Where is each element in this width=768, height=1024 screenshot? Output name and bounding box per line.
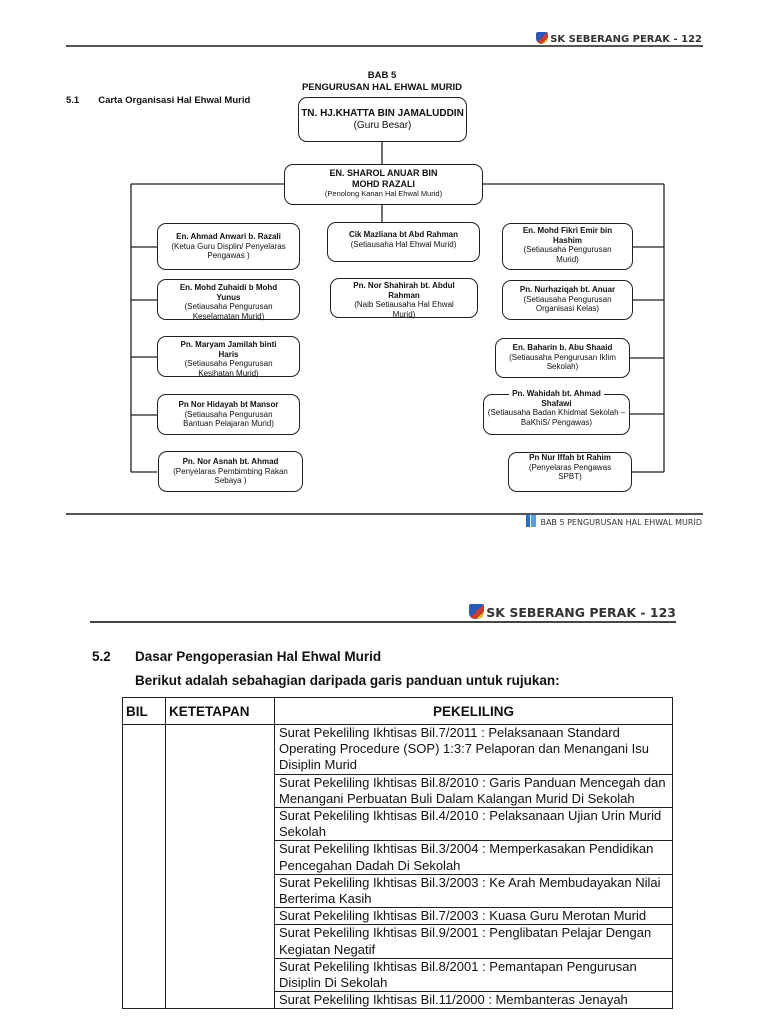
org-box-penolong-kanan: EN. SHAROL ANUAR BIN MOHD RAZALI (Penolo… bbox=[284, 164, 483, 205]
org-role: (Naib Setiausaha Hal Ehwal Murid) bbox=[354, 300, 454, 319]
page-footer: BAB 5 PENGURUSAN HAL EHWAL MURID bbox=[526, 515, 702, 527]
table-row: Surat Pekeliling Ikhtisas Bil.3/2003 : K… bbox=[123, 873, 673, 909]
page-header-123: SK SEBERANG PERAK - 123 bbox=[469, 604, 676, 620]
intro-text: Berikut adalah sebahagian daripada garis… bbox=[135, 673, 560, 688]
org-role: (Setiausaha Pengurusan Kesihatan Murid) bbox=[184, 359, 273, 378]
org-name: Cik Mazliana bt Abd Rahman bbox=[348, 230, 459, 239]
org-role: (Setiausaha Pengurusan Murid) bbox=[523, 245, 612, 264]
org-name: Pn. Nurhaziqah bt. Anuar bbox=[519, 285, 616, 294]
org-box-left-5: Pn. Nor Asnah bt. Ahmad(Penyelaras Pembi… bbox=[158, 451, 303, 492]
org-role: (Setiausaha Hal Ehwal Murid) bbox=[350, 239, 457, 249]
table-row: Surat Pekeliling Ikhtisas Bil.7/2011 : P… bbox=[122, 723, 673, 1010]
table-header-row: BIL KETETAPAN PEKELILING bbox=[122, 697, 673, 725]
org-box-right-4: Pn. Wahidah bt. Ahmad Shafawi(Setiausaha… bbox=[483, 389, 630, 435]
pekeliling-cell: Surat Pekeliling Ikhtisas Bil.7/2003 : K… bbox=[274, 907, 673, 926]
chapter-label: BAB 5 bbox=[367, 70, 397, 81]
org-name: En. Mohd Zuhaidi b Mohd Yunus bbox=[179, 283, 278, 302]
org-box-guru-besar: TN. HJ.KHATTA BIN JAMALUDDIN (Guru Besar… bbox=[298, 97, 467, 142]
org-role: (Setiausaha Pengurusan Keselamatan Murid… bbox=[184, 302, 273, 321]
page-header-122: SK SEBERANG PERAK - 122 bbox=[536, 32, 702, 45]
section-number: 5.1 bbox=[66, 95, 80, 106]
table-row: Surat Pekeliling Ikhtisas Bil.9/2001 : P… bbox=[123, 924, 673, 959]
org-box-left-4: Pn Nor Hidayah bt Mansor(Setiausaha Peng… bbox=[157, 394, 300, 435]
header-text: SK SEBERANG PERAK - 122 bbox=[550, 34, 702, 45]
footer-rule bbox=[66, 513, 703, 515]
pekeliling-cell: Surat Pekeliling Ikhtisas Bil.11/2000 : … bbox=[274, 991, 673, 1010]
col-ketetapan: KETETAPAN bbox=[165, 697, 275, 725]
school-logo-icon bbox=[469, 604, 485, 619]
org-name: En. Baharin b. Abu Shaaid bbox=[512, 343, 613, 352]
pekeliling-cell: Surat Pekeliling Ikhtisas Bil.8/2010 : G… bbox=[274, 773, 673, 809]
pekeliling-cell: Surat Pekeliling Ikhtisas Bil.9/2001 : P… bbox=[274, 924, 673, 959]
org-box-middle-2: Pn. Nor Shahirah bt. Abdul Rahman(Naib S… bbox=[330, 278, 478, 319]
org-name: TN. HJ.KHATTA BIN JAMALUDDIN bbox=[301, 108, 464, 119]
section-title: Carta Organisasi Hal Ehwal Murid bbox=[98, 95, 251, 106]
ketetapan-cell bbox=[165, 723, 275, 1010]
org-name: Pn. Maryam Jamilah binti Haris bbox=[180, 340, 277, 359]
section-title: Dasar Pengoperasian Hal Ehwal Murid bbox=[135, 649, 382, 664]
org-role: (Setiausaha Pengurusan Organisasi Kelas) bbox=[523, 294, 612, 314]
table-row: Surat Pekeliling Ikhtisas Bil.11/2000 : … bbox=[123, 991, 673, 1010]
school-logo-icon bbox=[536, 32, 549, 44]
pekeliling-cell: Surat Pekeliling Ikhtisas Bil.7/2011 : P… bbox=[274, 724, 673, 775]
org-box-right-2: Pn. Nurhaziqah bt. Anuar(Setiausaha Peng… bbox=[502, 280, 633, 320]
section-5-2: 5.2 Dasar Pengoperasian Hal Ehwal Murid bbox=[92, 649, 381, 664]
org-role: (Penyelaras Pembimbing Rakan Sebaya ) bbox=[173, 466, 288, 486]
org-role: (Setiausaha Pengurusan Iklim Sekolah) bbox=[509, 352, 616, 372]
col-pekeliling: PEKELILING bbox=[274, 697, 673, 725]
pekeliling-cell: Surat Pekeliling Ikhtisas Bil.4/2010 : P… bbox=[274, 807, 673, 842]
table-row: Surat Pekeliling Ikhtisas Bil.3/2004 : M… bbox=[123, 840, 673, 875]
header-rule bbox=[90, 621, 676, 623]
table-row: Surat Pekeliling Ikhtisas Bil.7/2003 : K… bbox=[123, 907, 673, 926]
org-box-left-2: En. Mohd Zuhaidi b Mohd Yunus(Setiausaha… bbox=[157, 279, 300, 321]
org-box-left-1: En. Ahmad Anwari b. Razali(Ketua Guru Di… bbox=[157, 223, 300, 270]
section-5-1: 5.1 Carta Organisasi Hal Ehwal Murid bbox=[66, 95, 250, 106]
org-box-right-1: En. Mohd Fikri Emir bin Hashim(Setiausah… bbox=[502, 223, 633, 270]
org-box-left-3: Pn. Maryam Jamilah binti Haris(Setiausah… bbox=[157, 336, 300, 378]
org-role: (Setiausaha Badan Khidmat Sekolah – BaKh… bbox=[487, 408, 626, 427]
bil-cell bbox=[122, 723, 166, 1010]
pekeliling-table: BIL KETETAPAN PEKELILING Surat Pekelilin… bbox=[122, 697, 673, 1010]
table-row: Surat Pekeliling Ikhtisas Bil.8/2010 : G… bbox=[123, 773, 673, 809]
table-row: Surat Pekeliling Ikhtisas Bil.8/2001 : P… bbox=[123, 957, 673, 993]
org-name: Pn Nur Iffah bt Rahim bbox=[529, 453, 611, 462]
org-box-middle-1: Cik Mazliana bt Abd Rahman(Setiausaha Ha… bbox=[327, 222, 480, 262]
org-name: Pn Nor Hidayah bt Mansor bbox=[178, 400, 279, 409]
header-rule bbox=[66, 45, 703, 47]
org-chart-connectors bbox=[130, 142, 665, 473]
col-bil: BIL bbox=[122, 697, 166, 725]
header-text: SK SEBERANG PERAK - 123 bbox=[486, 605, 676, 620]
chapter-heading: BAB 5 PENGURUSAN HAL EHWAL MURID bbox=[300, 70, 464, 94]
footer-text: BAB 5 PENGURUSAN HAL EHWAL MURID bbox=[540, 518, 702, 527]
org-name: En. Mohd Fikri Emir bin Hashim bbox=[522, 226, 613, 245]
org-name: Pn. Wahidah bt. Ahmad Shafawi bbox=[509, 389, 604, 408]
org-role: (Guru Besar) bbox=[353, 120, 412, 131]
org-box-right-5: Pn Nur Iffah bt Rahim(Penyelaras Pengawa… bbox=[508, 452, 632, 492]
org-name: Pn. Nor Shahirah bt. Abdul Rahman bbox=[353, 281, 455, 300]
org-role: (Penolong Kanan Hal Ehwal Murid) bbox=[324, 189, 443, 198]
org-role: (Penyelaras Pengawas SPBT) bbox=[528, 462, 612, 482]
org-box-right-3: En. Baharin b. Abu Shaaid(Setiausaha Pen… bbox=[495, 338, 630, 378]
org-role: (Ketua Guru Displin/ Penyelaras Pengawas… bbox=[171, 241, 286, 261]
table-row: Surat Pekeliling Ikhtisas Bil.4/2010 : P… bbox=[123, 807, 673, 842]
ministry-logo-icon bbox=[526, 515, 537, 527]
pekeliling-cell: Surat Pekeliling Ikhtisas Bil.3/2003 : K… bbox=[274, 873, 673, 909]
org-role: (Setiausaha Pengurusan Bantuan Pelajaran… bbox=[183, 409, 274, 429]
org-name: En. Ahmad Anwari b. Razali bbox=[176, 232, 281, 241]
org-name: Pn. Nor Asnah bt. Ahmad bbox=[182, 457, 279, 466]
section-number: 5.2 bbox=[92, 649, 111, 664]
chapter-title: PENGURUSAN HAL EHWAL MURID bbox=[301, 82, 463, 93]
org-name: EN. SHAROL ANUAR BIN MOHD RAZALI bbox=[329, 168, 438, 189]
pekeliling-cell: Surat Pekeliling Ikhtisas Bil.3/2004 : M… bbox=[274, 840, 673, 875]
pekeliling-cell: Surat Pekeliling Ikhtisas Bil.8/2001 : P… bbox=[274, 957, 673, 993]
